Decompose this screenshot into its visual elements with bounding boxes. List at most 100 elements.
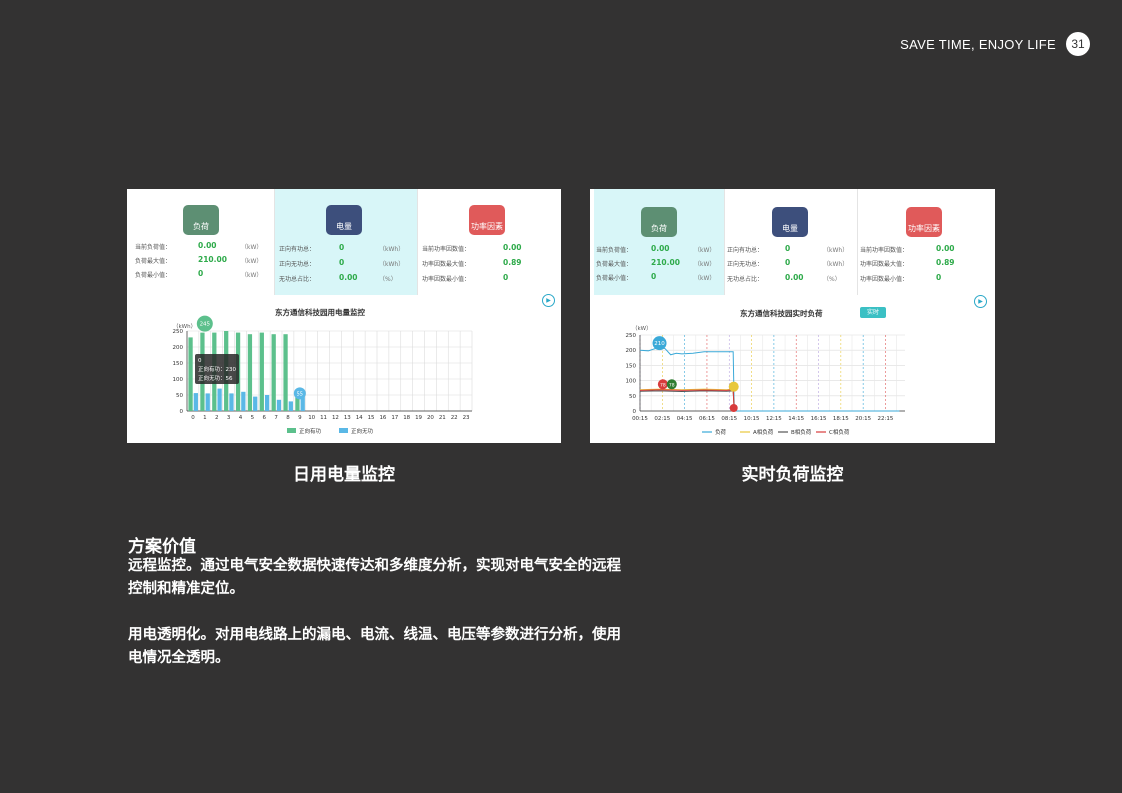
y-tick-label: 0 [180, 409, 184, 415]
x-tick-label: 6 [262, 415, 266, 421]
legend-label: 正向无功 [351, 427, 374, 435]
load-min-label: 负荷最小值： [596, 275, 633, 282]
load-icon-label: 负荷 [651, 224, 667, 233]
tooltip-box [195, 354, 239, 384]
bar-active [247, 334, 253, 411]
tooltip-line: 正向有功：230 [198, 365, 236, 373]
pf-max-label: 功率因数最大值： [860, 261, 909, 268]
energy-forward-active-unit: （kWh） [379, 246, 405, 253]
power-factor-icon-label: 功率因素 [471, 222, 503, 231]
pf-min-value: 0 [936, 273, 942, 282]
legend-swatch [339, 428, 348, 433]
energy-grid-icon: 电量 [326, 205, 362, 235]
bar-active [283, 334, 288, 411]
y-tick-label: 250 [173, 329, 184, 335]
load-current-value: 0.00 [198, 241, 217, 250]
x-tick-label: 13 [344, 415, 351, 421]
tooltip-line: 正向无功：56 [198, 374, 233, 382]
bar-reactive [193, 393, 198, 411]
x-tick-label: 12:15 [766, 416, 782, 422]
x-tick-label: 1 [203, 415, 207, 421]
bar-active [295, 391, 300, 411]
load-current-value: 0.00 [651, 244, 670, 253]
y-tick-label: 100 [626, 379, 637, 385]
x-tick-label: 11 [320, 415, 327, 421]
right-caption: 实时负荷监控 [741, 465, 844, 485]
energy-panel: 电量 正向有功总： 0 （kWh） 正向无功总： 0 （kWh） 无功总占比： … [725, 189, 858, 295]
x-tick-label: 14 [356, 415, 363, 421]
x-tick-label: 19 [415, 415, 422, 421]
energy-forward-reactive-value: 0 [785, 258, 791, 267]
power-factor-icon-label: 功率因素 [908, 224, 940, 233]
load-current-label: 当前负荷值： [596, 247, 633, 254]
realtime-button[interactable]: 实时 [860, 307, 886, 318]
x-tick-label: 3 [227, 415, 231, 421]
load-current-unit: （kW） [241, 244, 263, 251]
x-tick-label: 06:15 [699, 416, 715, 422]
pin-label: 78 [660, 382, 666, 388]
energy-forward-reactive-value: 0 [339, 258, 345, 267]
legend-label: A相负荷 [753, 428, 774, 436]
energy-icon-label: 电量 [782, 224, 798, 233]
play-icon[interactable]: ▶ [974, 295, 987, 308]
power-factor-panel: 功率因素 当前功率因数值： 0.00 功率因数最大值： 0.89 功率因数最小值… [858, 189, 994, 295]
pin-marker [729, 404, 738, 412]
legend-label: 负荷 [715, 428, 727, 436]
load-max-unit: （kW） [241, 258, 263, 265]
legend-swatch [287, 428, 296, 433]
y-axis-label: （kW） [632, 325, 652, 332]
y-tick-label: 150 [626, 363, 637, 369]
load-current-unit: （kW） [694, 247, 716, 254]
y-tick-label: 100 [173, 377, 184, 383]
tagline: SAVE TIME, ENJOY LIFE [900, 36, 1056, 52]
pf-min-value: 0 [503, 273, 509, 282]
play-icon[interactable]: ▶ [542, 294, 555, 307]
x-tick-label: 14:15 [788, 416, 804, 422]
bar-reactive [229, 393, 234, 411]
pin-marker [196, 315, 213, 332]
energy-forward-active-value: 0 [785, 244, 791, 253]
load-icon-label: 负荷 [193, 222, 209, 231]
pin-label: 55 [297, 391, 303, 397]
x-tick-label: 17 [391, 415, 398, 421]
x-tick-label: 02:15 [654, 416, 670, 422]
x-tick-label: 12 [332, 415, 339, 421]
energy-forward-active-value: 0 [339, 243, 345, 252]
pin-label: 210 [654, 341, 665, 347]
pin-marker [652, 336, 667, 351]
energy-forward-active-label: 正向有功总： [727, 247, 764, 254]
realtime-load-screenshot: 负荷 当前负荷值： 0.00 （kW） 负荷最大值： 210.00 （kW） 负… [590, 189, 995, 443]
series-line [639, 390, 735, 412]
load-max-label: 负荷最大值： [596, 261, 633, 268]
power-factor-wave-icon: 功率因素 [469, 205, 505, 235]
x-tick-label: 23 [463, 415, 470, 421]
series-line [639, 388, 735, 412]
pf-current-value: 0.00 [936, 244, 955, 253]
x-tick-label: 04:15 [677, 416, 693, 422]
x-tick-label: 2 [215, 415, 219, 421]
energy-forward-reactive-label: 正向无功总： [727, 261, 764, 268]
y-tick-label: 200 [173, 345, 184, 351]
bar-reactive [288, 401, 293, 411]
load-current-label: 当前负荷值： [135, 244, 172, 251]
x-tick-label: 7 [274, 415, 278, 421]
power-factor-panel: 功率因素 当前功率因数值： 0.00 功率因数最大值： 0.89 功率因数最小值… [418, 189, 560, 295]
energy-forward-reactive-unit: （kWh） [823, 261, 849, 268]
energy-reactive-ratio-unit: （%） [379, 276, 397, 283]
energy-reactive-ratio-label: 无功总占比： [727, 276, 764, 283]
x-tick-label: 10:15 [744, 416, 760, 422]
x-tick-label: 20:15 [855, 416, 871, 422]
daily-energy-screenshot: 负荷 当前负荷值： 0.00 （kW） 负荷最大值： 210.00 （kW） 负… [127, 189, 561, 443]
bar-reactive [217, 388, 222, 411]
energy-reactive-ratio-value: 0.00 [785, 273, 804, 282]
x-tick-label: 16 [379, 415, 386, 421]
energy-reactive-ratio-unit: （%） [823, 276, 841, 283]
bar-active [259, 332, 264, 411]
x-tick-label: 22 [451, 415, 458, 421]
energy-forward-active-label: 正向有功总： [279, 246, 316, 253]
energy-forward-reactive-label: 正向无功总： [279, 261, 316, 268]
x-tick-label: 9 [298, 415, 302, 421]
pf-min-label: 功率因数最小值： [860, 276, 909, 283]
